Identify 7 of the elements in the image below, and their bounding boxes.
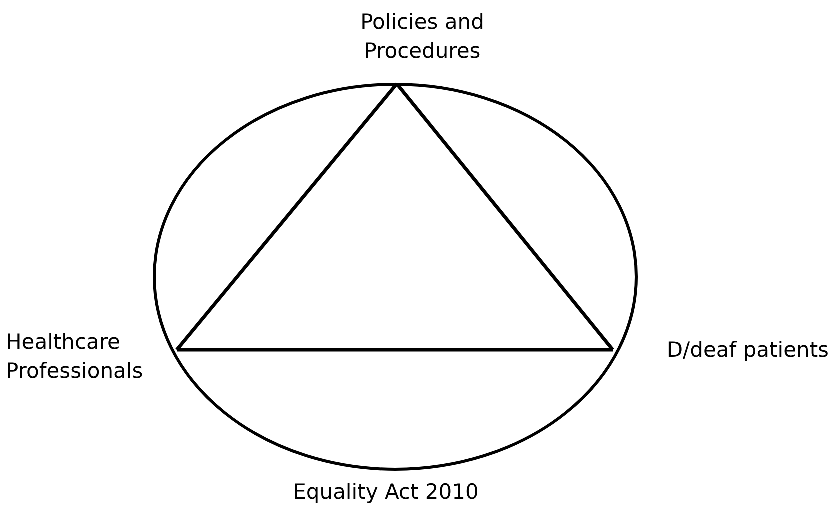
connector-line bbox=[396, 82, 614, 352]
connector-line bbox=[177, 348, 613, 352]
corner-label: Healthcare Professionals bbox=[6, 329, 144, 385]
corner-label: Policies and Procedures bbox=[360, 9, 486, 65]
connector-line bbox=[176, 82, 398, 352]
ellipse-label: Equality Act 2010 bbox=[292, 479, 480, 506]
corner-label: D/deaf patients bbox=[666, 337, 829, 364]
